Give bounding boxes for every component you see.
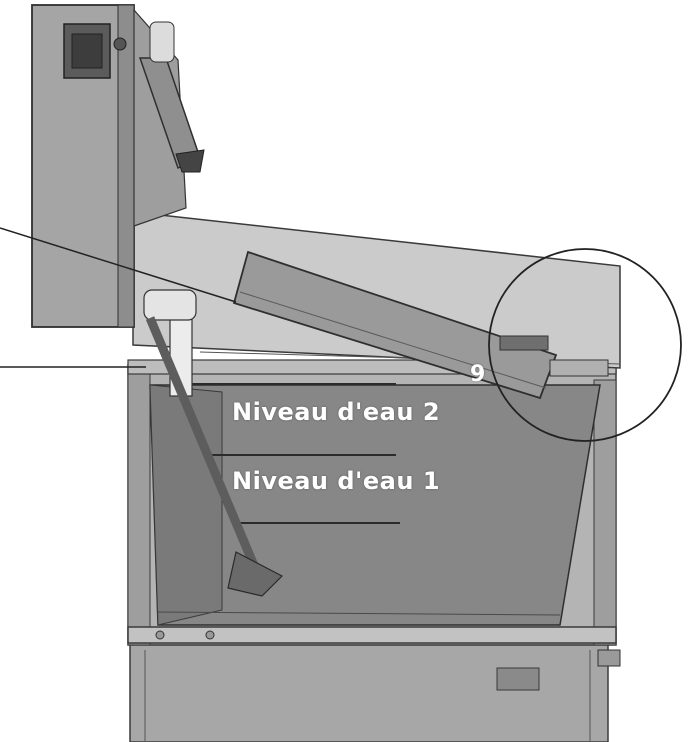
lower-cabinet (129, 639, 609, 742)
side-fitting (597, 649, 621, 667)
hinge-block (499, 335, 549, 351)
lid-edge (239, 291, 547, 389)
rail-bolt (205, 630, 215, 640)
basin-floor-edge (157, 611, 561, 616)
right-frame-post (593, 379, 617, 646)
pipe-elbow (143, 289, 197, 321)
detail-circle (488, 248, 682, 442)
agitator-paddle (227, 551, 284, 597)
tilted-lid (232, 250, 558, 400)
left-frame-post (127, 364, 151, 646)
water-level-2-label: Niveau d'eau 2 (232, 398, 441, 426)
leader-line-upper (0, 227, 237, 303)
control-knob (113, 37, 127, 51)
rail-bolt (155, 630, 165, 640)
hose-coupling (149, 21, 175, 63)
basin-inner-wall (149, 384, 223, 626)
bottom-rail (127, 626, 617, 644)
control-box-inner (71, 33, 103, 69)
nozzle-tip (175, 149, 205, 173)
control-column-side (117, 4, 135, 328)
drain-outlet (496, 667, 540, 691)
water-level-1-label: Niveau d'eau 1 (232, 467, 441, 495)
agitator-shaft (145, 316, 263, 577)
hinge-bracket (549, 359, 609, 377)
callout-number-label: 9 (470, 362, 486, 387)
